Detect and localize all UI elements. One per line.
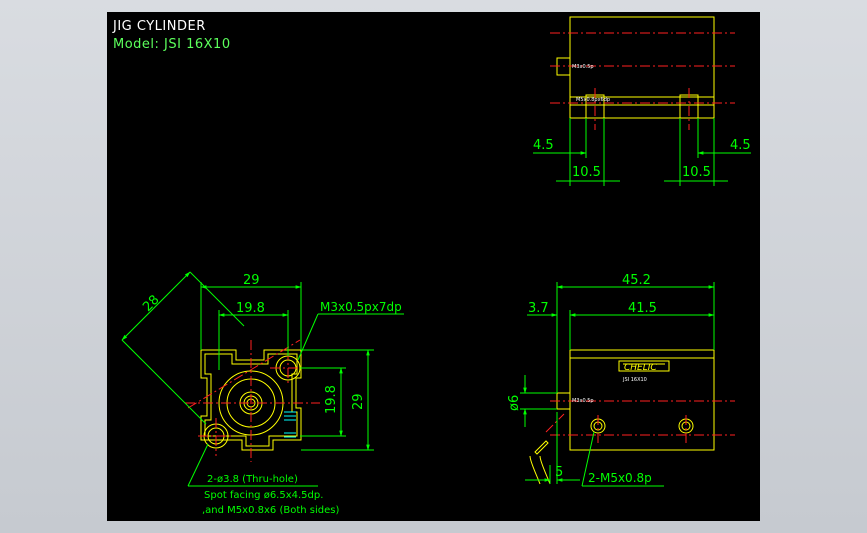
top-port-label-1: M3x0.5p	[572, 64, 594, 70]
top-port-label-2: M5x0.8px6dp	[576, 97, 610, 103]
thread-note: M3x0.5px7dp	[320, 300, 402, 314]
front-diagonal-dim: 28	[140, 293, 162, 315]
hole-note: 2-ø3.8 (Thru-hole)	[207, 474, 298, 485]
model-label: Model: JSI 16X10	[113, 37, 231, 52]
brand-label: CHELIC	[624, 363, 657, 373]
front-view: 29 19.8 29 19.8 28 M3x0.5px7dp 2-ø3.8 (T…	[121, 271, 404, 516]
front-width-dim: 29	[243, 273, 260, 288]
thread-note-both-sides: ,and M5x0.8x6 (Both sides)	[202, 505, 339, 516]
top-left-width: 10.5	[572, 165, 601, 180]
side-rod-diameter-dim: ø6	[507, 395, 522, 411]
front-height-dim: 29	[351, 393, 366, 410]
front-vertical-offset-dim: 19.8	[324, 385, 339, 414]
mount-note: 2-M5x0.8p	[588, 471, 652, 485]
side-rod-offset-dim: 3.7	[528, 301, 549, 316]
side-model-label: JSI 16X10	[622, 377, 647, 383]
side-port-label: M3x0.5p	[572, 398, 594, 404]
top-right-width: 10.5	[682, 165, 711, 180]
spot-facing-note: Spot facing ø6.5x4.5dp.	[204, 490, 323, 501]
side-view: 45.2 41.5 3.7 ø6 5 2-M5x0.8p CHELIC M3x0…	[507, 273, 735, 487]
top-view: 4.5 4.5 10.5 10.5 M3x0.5p M5x0.8px6dp	[533, 16, 751, 186]
front-bore-offset-dim: 19.8	[236, 301, 265, 316]
side-body-length-dim: 41.5	[628, 301, 657, 316]
top-left-offset: 4.5	[533, 138, 554, 153]
side-rod-extension-dim: 5	[555, 465, 563, 480]
drawing-title: JIG CYLINDER	[113, 19, 206, 34]
top-right-offset: 4.5	[730, 138, 751, 153]
front-view-profile	[200, 349, 302, 451]
side-total-length-dim: 45.2	[622, 273, 651, 288]
